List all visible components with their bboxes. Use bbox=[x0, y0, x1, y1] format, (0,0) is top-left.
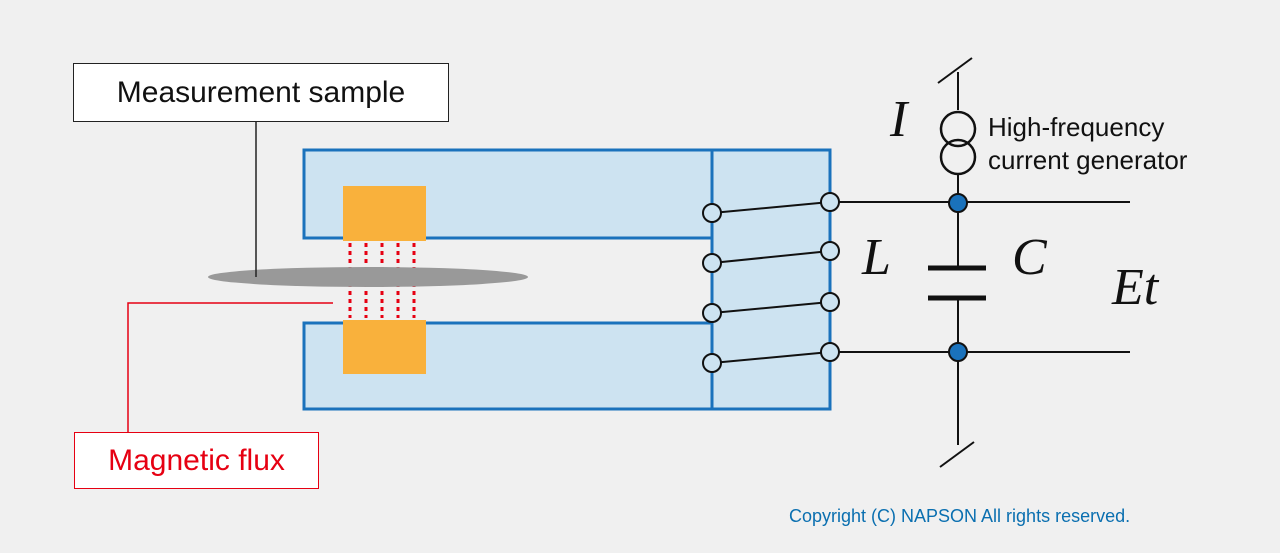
current-symbol: I bbox=[890, 91, 908, 148]
upper-pole-piece bbox=[343, 186, 426, 241]
generator-label-line1: High-frequency bbox=[988, 112, 1165, 142]
capacitance-symbol: C bbox=[1012, 229, 1047, 286]
ferrite-core bbox=[302, 148, 832, 411]
inductance-symbol: L bbox=[862, 229, 891, 286]
lower-pole-piece bbox=[343, 320, 426, 374]
generator-label-line2: current generator bbox=[988, 145, 1188, 175]
copyright-notice: Copyright (C) NAPSON All rights reserved… bbox=[789, 506, 1131, 526]
flux-leader-line bbox=[127, 302, 333, 432]
measurement-sample-wafer bbox=[208, 267, 528, 287]
junction-nodes bbox=[948, 193, 968, 362]
output-voltage-symbol: Et bbox=[1112, 259, 1159, 316]
coil-windings bbox=[711, 201, 831, 364]
current-source-symbol bbox=[939, 110, 977, 176]
measurement-sample-label: Measurement sample bbox=[73, 63, 449, 122]
magnetic-flux-label: Magnetic flux bbox=[74, 432, 319, 489]
coil-terminals bbox=[702, 192, 840, 373]
circuit-wires bbox=[830, 57, 1130, 468]
